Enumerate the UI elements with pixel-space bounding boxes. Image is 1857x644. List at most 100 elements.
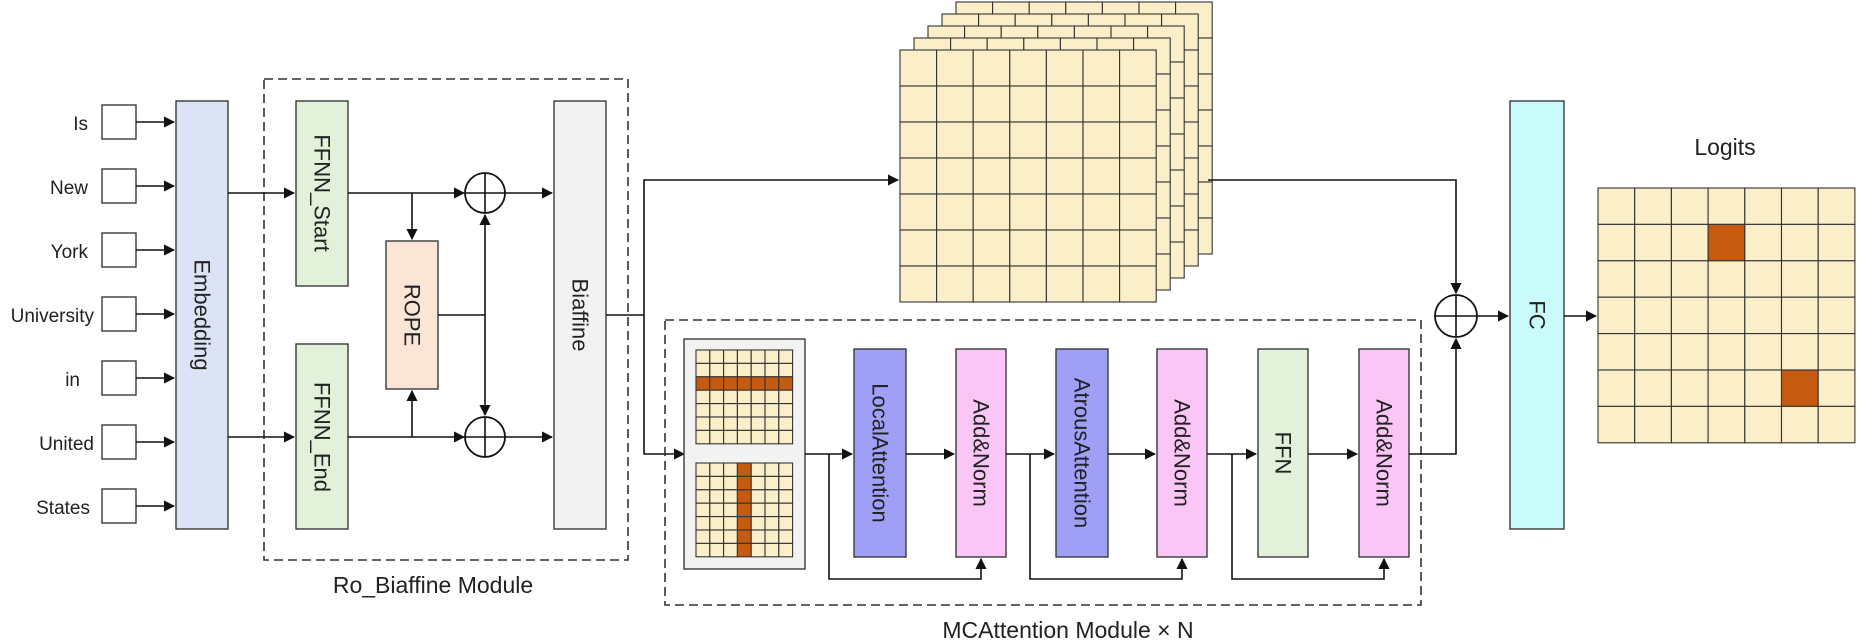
mask-cell: [723, 389, 738, 405]
mask-cell: [736, 475, 752, 491]
logit-cell: [1780, 333, 1819, 371]
mask-cell: [778, 376, 794, 391]
score-cell: [936, 229, 974, 267]
logit-cell: [1707, 223, 1746, 262]
score-layer-4: [899, 49, 1157, 303]
mask-cell: [723, 462, 738, 477]
mask-cell: [778, 349, 794, 364]
logit-cell: [1744, 223, 1783, 262]
mask-cell: [695, 462, 711, 477]
mask-cell: [750, 389, 766, 405]
logit-cell: [1817, 223, 1856, 262]
token-label: United: [39, 434, 94, 455]
mask-cell: [736, 462, 752, 477]
mask-cell: [778, 416, 794, 431]
embedding-block: Embedding: [175, 100, 229, 530]
mask-cell: [778, 542, 794, 558]
mask-cell: [764, 462, 780, 477]
mask-cell: [736, 362, 752, 378]
logit-cell: [1817, 369, 1856, 407]
token-2: York: [51, 232, 137, 268]
score-cell: [899, 157, 938, 195]
logit-cell: [1634, 405, 1672, 444]
mask-cell: [709, 502, 725, 518]
token-box: [101, 424, 137, 460]
score-cell: [972, 121, 1011, 159]
mask-cell: [695, 403, 711, 418]
mask-cell: [736, 349, 752, 364]
mask-cell: [709, 529, 725, 544]
mask-cell: [764, 516, 780, 531]
score-cell: [1045, 157, 1084, 195]
mask-cell: [723, 376, 738, 391]
mask-cell: [778, 529, 794, 544]
mask-cell: [723, 502, 738, 518]
logit-cell: [1780, 296, 1819, 335]
rope-label: ROPE: [400, 284, 425, 346]
logit-cell: [1670, 333, 1709, 371]
logit-cell: [1780, 187, 1819, 225]
ffn-label: FFN: [1271, 432, 1296, 475]
logit-cell: [1670, 296, 1709, 335]
mask-cell: [695, 416, 711, 431]
mask-cell: [736, 429, 752, 445]
ffnn-start-label: FFNN_Start: [310, 134, 335, 251]
score-cell: [1082, 85, 1121, 123]
mask-cell: [709, 475, 725, 491]
score-cell: [1119, 265, 1157, 303]
score-cell: [1082, 157, 1121, 195]
mask-cell: [695, 362, 711, 378]
mask-cell: [764, 489, 780, 504]
attention-mask-panel: [683, 338, 806, 570]
score-cell: [899, 121, 938, 159]
logit-cell: [1780, 369, 1819, 407]
mask-cell: [723, 403, 738, 418]
mask-cell: [764, 502, 780, 518]
logit-cell: [1634, 187, 1672, 225]
logit-cell: [1744, 296, 1783, 335]
mask-cell: [750, 489, 766, 504]
logit-cell: [1817, 260, 1856, 298]
score-cell: [1119, 85, 1157, 123]
mask-cell: [778, 489, 794, 504]
mask-cell: [723, 416, 738, 431]
column-mask-grid: [695, 462, 794, 558]
logit-cell: [1707, 333, 1746, 371]
score-cell: [1082, 121, 1121, 159]
score-cell: [1119, 229, 1157, 267]
logit-cell: [1634, 369, 1672, 407]
mask-cell: [750, 429, 766, 445]
token-1: New: [50, 168, 137, 204]
score-cell: [1045, 193, 1084, 231]
score-cell: [1045, 49, 1084, 87]
fc-block: FC: [1509, 100, 1565, 530]
mask-cell: [764, 376, 780, 391]
logits-grid: [1597, 187, 1856, 444]
mask-cell: [709, 489, 725, 504]
logit-cell: [1670, 405, 1709, 444]
token-label: in: [65, 370, 80, 391]
mask-cell: [750, 542, 766, 558]
mask-cell: [736, 489, 752, 504]
logit-cell: [1817, 333, 1856, 371]
mask-cell: [723, 489, 738, 504]
token-label: York: [51, 242, 89, 263]
score-cell: [972, 49, 1011, 87]
logit-cell: [1744, 405, 1783, 444]
mask-cell: [709, 349, 725, 364]
logit-cell: [1744, 260, 1783, 298]
mask-cell: [778, 462, 794, 477]
ffnn-end-block: FFNN_End: [295, 343, 349, 530]
mask-cell: [709, 389, 725, 405]
mask-cell: [764, 529, 780, 544]
mcattention-module-label: MCAttention Module × N: [942, 617, 1193, 643]
mask-cell: [764, 389, 780, 405]
row-mask-grid: [695, 349, 794, 445]
logit-cell: [1780, 405, 1819, 444]
score-cell: [936, 49, 974, 87]
mask-cell: [750, 362, 766, 378]
logit-cell: [1744, 187, 1783, 225]
local-attention-block: LocalAttention: [853, 348, 907, 558]
logit-cell: [1707, 296, 1746, 335]
ffnn-start-block: FFNN_Start: [295, 100, 349, 287]
